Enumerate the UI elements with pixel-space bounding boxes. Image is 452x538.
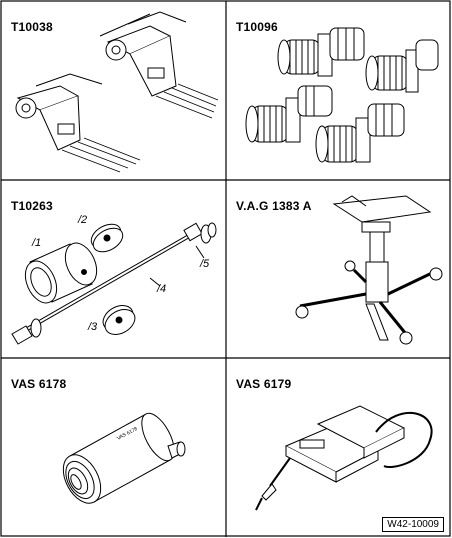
hydraulic-cylinder-illustration: VAS 6178 <box>62 412 186 504</box>
tool-label-t10038: T10038 <box>11 20 53 34</box>
tool-label-vas-6179: VAS 6179 <box>236 377 292 391</box>
part-callout-3: /3 <box>88 321 98 333</box>
foot-pump-illustration <box>255 405 433 511</box>
tool-label-t10096: T10096 <box>236 20 278 34</box>
part-callout-5: /5 <box>200 258 210 270</box>
tool-label-t10263: T10263 <box>11 199 53 213</box>
part-callout-2: /2 <box>78 214 88 226</box>
ratchet-strap-illustration <box>15 11 219 173</box>
part-callout-1: /1 <box>32 237 42 249</box>
part-callout-4: /4 <box>157 283 167 295</box>
tool-label-vag-1383-a: V.A.G 1383 A <box>236 199 312 213</box>
transmission-jack-illustration <box>295 195 443 345</box>
drawing-reference-number: W42-10009 <box>382 517 444 532</box>
tool-label-vas-6178: VAS 6178 <box>11 377 67 391</box>
puller-set-illustration <box>11 222 217 345</box>
threaded-adapter-illustration <box>245 27 439 163</box>
